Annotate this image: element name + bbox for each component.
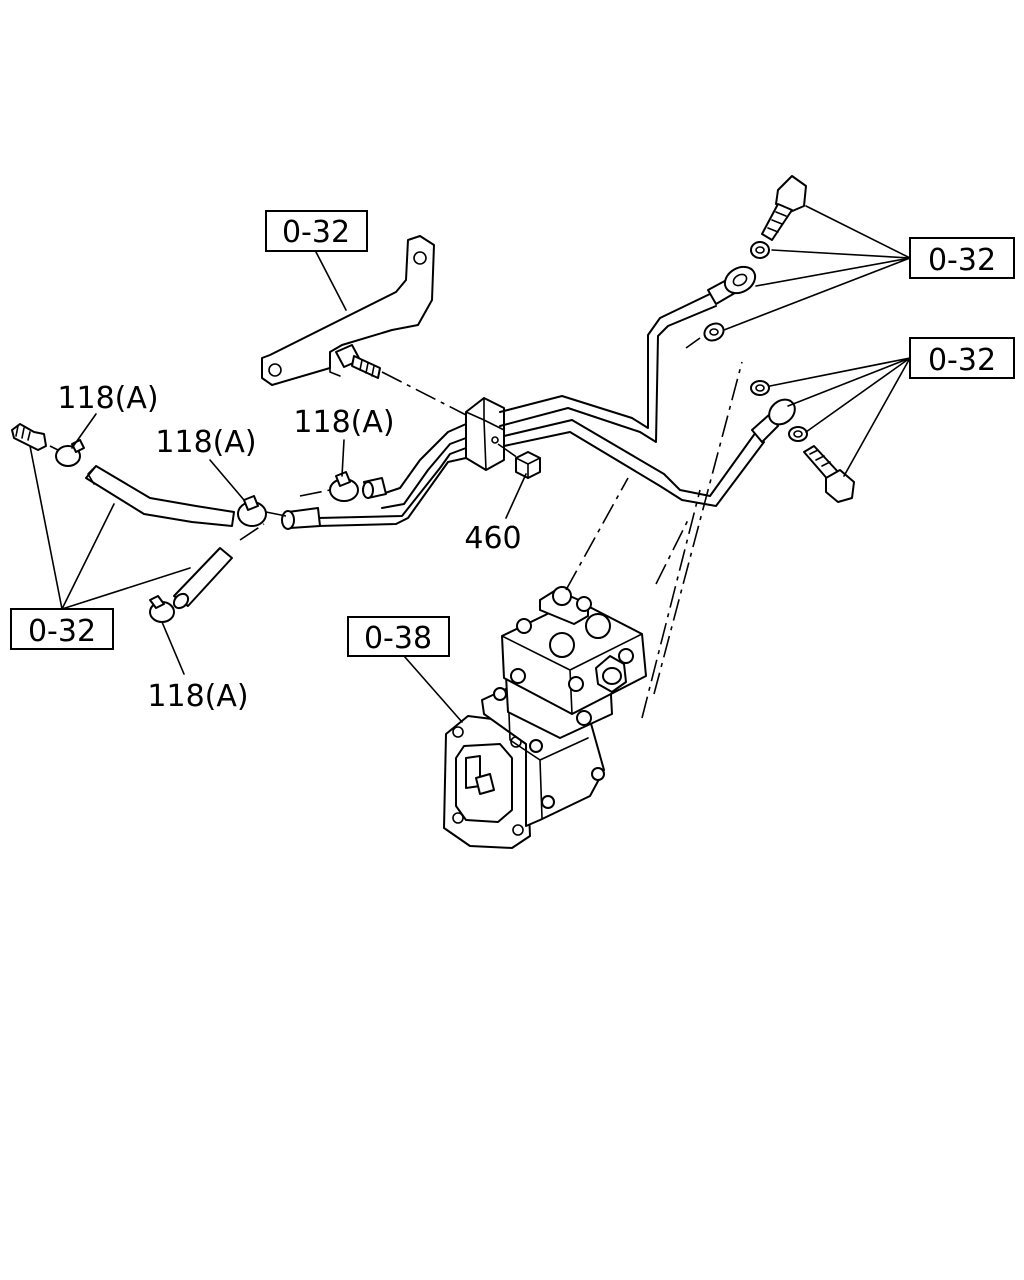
- label-clamp-1: 118(A): [57, 381, 158, 416]
- left-fittings: [281, 477, 387, 530]
- left-pipe: [317, 423, 467, 527]
- clamp-icon: [55, 439, 85, 467]
- ref-box-right-top-text: 0-32: [928, 243, 996, 278]
- clamp-icon: [237, 495, 267, 527]
- bracket-bolt: [335, 344, 381, 379]
- mounting-bracket: [261, 235, 435, 386]
- clamp-icon: [329, 471, 359, 502]
- clamp-icon: [149, 595, 175, 623]
- ref-box-left: 0-32: [10, 608, 114, 650]
- left-bolt: [11, 423, 47, 451]
- label-clamp-3: 118(A): [293, 405, 394, 440]
- ref-box-right-top: 0-32: [909, 237, 1015, 279]
- ref-box-bracket-text: 0-32: [282, 215, 350, 250]
- air-compressor: [443, 586, 647, 849]
- upper-pipe: [499, 265, 757, 443]
- right-top-bolt: [703, 175, 807, 342]
- lower-hose: [172, 547, 233, 610]
- label-nut-460: 460: [464, 521, 521, 556]
- junction-block: [465, 397, 505, 471]
- label-clamp-4: 118(A): [147, 679, 248, 714]
- ref-box-compressor-text: 0-38: [364, 621, 432, 656]
- ref-box-left-text: 0-32: [28, 614, 96, 649]
- lower-pipe: [503, 398, 796, 507]
- ref-box-compressor: 0-38: [347, 616, 450, 657]
- ref-box-right-mid: 0-32: [909, 337, 1015, 379]
- ref-box-bracket: 0-32: [265, 210, 368, 252]
- right-mid-bolt: [750, 380, 855, 503]
- ref-box-right-mid-text: 0-32: [928, 343, 996, 378]
- label-clamp-2: 118(A): [155, 425, 256, 460]
- nut-460: [515, 451, 541, 479]
- upper-hose: [85, 465, 235, 527]
